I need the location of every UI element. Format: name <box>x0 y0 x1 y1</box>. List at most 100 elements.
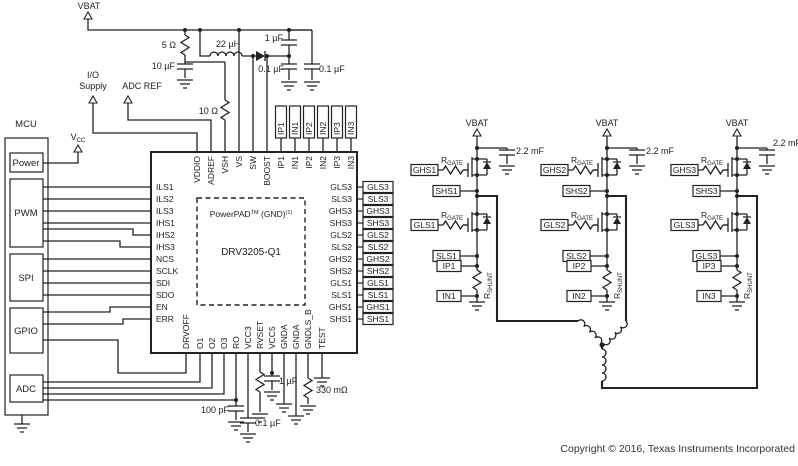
ground-icon <box>628 165 646 175</box>
svg-text:IP2: IP2 <box>573 261 586 271</box>
phase2-wire <box>607 194 628 321</box>
resistor-10ohm-value: 10 Ω <box>199 106 219 116</box>
resistor-5ohm <box>180 34 190 56</box>
resistor-330mohm-value: 330 mΩ <box>316 385 348 395</box>
high-side-fet-icon <box>592 156 608 178</box>
resistor-rvset <box>255 371 265 393</box>
cap-01uF-vs <box>303 63 321 70</box>
cap-10uF <box>176 63 194 70</box>
resistor-330mohm <box>303 377 313 399</box>
svg-text:GLS2: GLS2 <box>330 230 352 240</box>
svg-text:TEST: TEST <box>317 327 327 349</box>
ground-icon <box>498 165 516 175</box>
svg-text:IN2: IN2 <box>572 291 586 301</box>
svg-text:BOOST: BOOST <box>262 156 272 186</box>
winding-phase2 <box>602 320 630 348</box>
cap-01uF-vcc3-value: 0.1 µF <box>255 418 281 428</box>
svg-text:GLS1: GLS1 <box>414 220 436 230</box>
mcu-adc-label: ADC <box>16 384 36 395</box>
boost-wires <box>199 30 289 152</box>
svg-text:2.2 mF: 2.2 mF <box>773 138 798 148</box>
svg-text:GNDA: GNDA <box>291 324 301 349</box>
ground-icon <box>263 391 281 401</box>
motor-windings <box>577 317 630 382</box>
cap-2.2mF <box>628 149 646 156</box>
svg-text:SLS2: SLS2 <box>566 251 587 261</box>
svg-text:SLS1: SLS1 <box>331 290 352 300</box>
body-diode-icon <box>612 213 622 231</box>
svg-text:SHS1: SHS1 <box>330 314 352 324</box>
rshunt-resistor <box>732 269 742 291</box>
half-bridge-3: VBAT 2.2 mF RGATE GHS3 SHS3 RGATE GLS3 G… <box>600 118 798 390</box>
svg-text:IP2: IP2 <box>304 156 314 169</box>
drv3205-ic: PowerPADTM (GND)(1) DRV3205-Q1 VDDIO ADR… <box>150 151 358 354</box>
svg-text:SLS3: SLS3 <box>331 194 352 204</box>
ground-icon <box>13 423 31 433</box>
svg-text:GHS3: GHS3 <box>366 206 389 216</box>
high-side-fet-icon <box>462 156 478 178</box>
svg-text:IN2: IN2 <box>318 156 328 170</box>
ground-icon <box>728 301 746 311</box>
low-side-fet-icon <box>722 211 738 233</box>
phase3-wire <box>600 194 759 390</box>
mcu-title: MCU <box>15 119 37 130</box>
inductor-22uH <box>209 51 243 57</box>
svg-text:RGATE: RGATE <box>571 155 593 167</box>
svg-text:SHS1: SHS1 <box>367 314 389 324</box>
svg-text:RGATE: RGATE <box>571 210 593 222</box>
svg-text:GNDLS_B: GNDLS_B <box>303 309 313 349</box>
vbat-label: VBAT <box>78 1 101 11</box>
cap-10uF-value: 10 µF <box>152 61 176 71</box>
svg-text:ILS1: ILS1 <box>156 182 174 192</box>
low-side-fet-icon <box>592 211 608 233</box>
svg-text:2.2 mF: 2.2 mF <box>516 146 545 156</box>
svg-text:ILS3: ILS3 <box>156 206 174 216</box>
vbat-terminal-icon <box>732 128 742 137</box>
mcu-pwm-block <box>9 178 44 248</box>
powerpad-label: PowerPADTM (GND)(1) <box>210 209 293 219</box>
svg-text:RSHUNT: RSHUNT <box>612 272 624 299</box>
rshunt-resistor <box>602 269 612 291</box>
cap-1uF-boost <box>280 39 298 46</box>
svg-text:RVSET: RVSET <box>255 321 265 349</box>
vddio-adref-wires <box>92 103 212 152</box>
ic-outline <box>150 151 358 354</box>
ic-part-number: DRV3205-Q1 <box>221 247 281 258</box>
vbat-terminal-icon <box>472 128 482 137</box>
svg-text:VBAT: VBAT <box>726 118 749 128</box>
svg-text:SLS2: SLS2 <box>368 242 389 252</box>
svg-text:SDI: SDI <box>156 278 170 288</box>
svg-text:SCLK: SCLK <box>156 266 179 276</box>
cap-2.2mF <box>758 149 776 156</box>
svg-text:IHS2: IHS2 <box>156 230 175 240</box>
svg-text:GHS3: GHS3 <box>673 165 696 175</box>
svg-text:SLS1: SLS1 <box>436 251 457 261</box>
winding-phase1 <box>577 317 605 345</box>
svg-text:NCS: NCS <box>156 254 174 264</box>
ic-bottom-branches: 100 pF 0.1 µF 1 µF 330 mΩ <box>201 353 348 443</box>
svg-text:O2: O2 <box>207 337 217 349</box>
svg-text:EN: EN <box>156 302 168 312</box>
svg-text:GLS3: GLS3 <box>330 182 352 192</box>
powerpad-outline <box>196 197 306 306</box>
svg-text:IN3: IN3 <box>702 291 716 301</box>
svg-text:GLS3: GLS3 <box>696 251 718 261</box>
boost-diode <box>255 50 266 62</box>
ic-bottom-pin-labels: DRVOFF O1 O2 O3 RO VCC3 RVSET VCC5 GNDA … <box>181 309 327 349</box>
ground-icon <box>303 81 321 91</box>
svg-text:GHS2: GHS2 <box>329 254 352 264</box>
high-side-fet-icon <box>722 156 738 178</box>
rgate-hs-resistor <box>572 165 594 175</box>
svg-text:RGATE: RGATE <box>441 210 463 222</box>
svg-text:IP1: IP1 <box>443 261 456 271</box>
ground-icon <box>275 403 293 413</box>
svg-text:IP3: IP3 <box>332 122 342 135</box>
svg-text:RGATE: RGATE <box>441 155 463 167</box>
svg-text:SDO: SDO <box>156 290 175 300</box>
svg-text:O3: O3 <box>219 337 229 349</box>
half-bridge-2: VBAT 2.2 mF RGATE GHS2 SHS2 RGATE GLS2 S… <box>540 118 675 321</box>
svg-text:IP1: IP1 <box>276 156 286 169</box>
half-bridge-1: VBAT 2.2 mF RGATE GHS1 SHS1 RGATE GLS1 S… <box>410 118 578 323</box>
